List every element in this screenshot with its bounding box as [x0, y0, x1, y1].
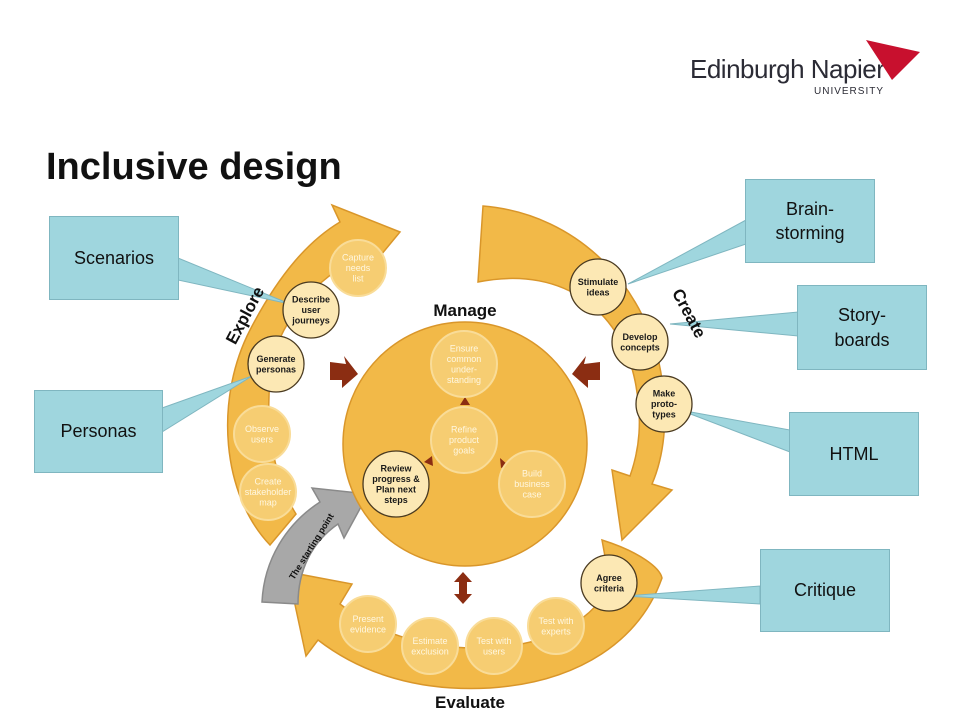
node-label: proto-	[651, 399, 677, 409]
node-label: Stimulate	[578, 277, 619, 287]
node-label: needs	[346, 263, 371, 273]
node-label: Build	[522, 469, 542, 479]
page-title: Inclusive design	[46, 146, 342, 188]
node-label: criteria	[594, 583, 625, 593]
node-label: common	[447, 354, 482, 364]
node-label: Observe	[245, 424, 279, 434]
node-label: user	[301, 305, 321, 315]
node-label: experts	[541, 626, 571, 636]
node-label: Estimate	[412, 636, 447, 646]
node-label: product	[449, 435, 480, 445]
node-label: business	[514, 479, 550, 489]
manage-label: Manage	[433, 301, 496, 320]
node-label: goals	[453, 446, 475, 456]
node-label: Generate	[256, 354, 295, 364]
node-label: Test with	[538, 616, 573, 626]
callout-scenarios: Scenarios	[49, 216, 179, 300]
arrow-left-small	[424, 456, 433, 466]
callout-critique: Critique	[760, 549, 890, 632]
node-label: Capture	[342, 253, 374, 263]
callout-html: HTML	[789, 412, 919, 496]
callout-connectors	[161, 219, 799, 605]
node-label: progress &	[372, 474, 420, 484]
connector-bottom-arrow	[454, 572, 472, 604]
node-label: users	[251, 434, 274, 444]
connector-right-arrow	[572, 356, 600, 388]
node-label: evidence	[350, 624, 386, 634]
node-label: stakeholder	[245, 487, 292, 497]
node-label: exclusion	[411, 646, 449, 656]
arrow-up-small	[460, 397, 470, 405]
connector-left-arrow	[330, 356, 358, 388]
create-label: Create	[668, 286, 710, 342]
node-label: Review	[380, 463, 412, 473]
node-label: types	[652, 410, 676, 420]
node-label: Create	[254, 477, 281, 487]
node-label: Make	[653, 389, 676, 399]
node-label: Plan next	[376, 484, 416, 494]
logo-sub: UNIVERSITY	[814, 86, 885, 97]
logo-name: Edinburgh Napier	[690, 54, 885, 84]
node-label: concepts	[620, 342, 660, 352]
node-label: Refine	[451, 425, 477, 435]
node-label: steps	[384, 495, 408, 505]
node-label: Agree	[596, 573, 622, 583]
callout-storyboards: Story- boards	[797, 285, 927, 370]
node-label: standing	[447, 375, 481, 385]
node-label: map	[259, 498, 277, 508]
callout-brainstorming: Brain- storming	[745, 179, 875, 263]
node-label: ideas	[586, 287, 609, 297]
node-label: under-	[451, 364, 477, 374]
node-label: Describe	[292, 295, 330, 305]
starting-point-arrow	[261, 487, 370, 605]
node-label: personas	[256, 364, 296, 374]
node-label: Present	[352, 614, 384, 624]
callout-personas: Personas	[34, 390, 163, 473]
node-label: Test with	[476, 636, 511, 646]
evaluate-label: Evaluate	[435, 693, 505, 712]
university-logo: Edinburgh Napier UNIVERSITY	[690, 40, 930, 110]
node-label: case	[522, 490, 541, 500]
node-label: users	[483, 646, 506, 656]
node-label: list	[353, 274, 364, 284]
node-label: Develop	[622, 332, 658, 342]
node-label: Ensure	[450, 343, 479, 353]
logo-triangle-icon	[866, 40, 920, 80]
node-label: journeys	[291, 316, 330, 326]
